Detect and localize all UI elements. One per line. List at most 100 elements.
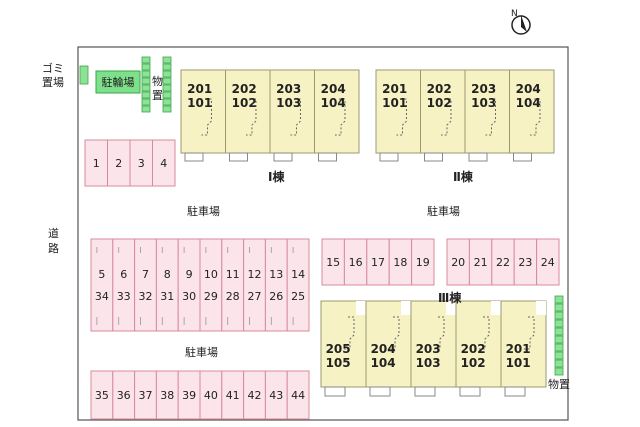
storage-cell (141, 98, 151, 106)
garbage-area-label-line1: ゴミ (42, 61, 64, 75)
parking-space-number: 19 (416, 256, 430, 269)
unit-number-upper: 202 (427, 82, 452, 96)
unit-number-upper: 201 (382, 82, 407, 96)
storage-cell (162, 91, 172, 99)
parking-label-top-right: 駐車場 (427, 204, 460, 218)
unit-number-lower: 101 (187, 96, 212, 110)
entrance-porch (424, 152, 443, 162)
unit-number-upper: 203 (276, 82, 301, 96)
unit-number-lower: 105 (326, 356, 351, 370)
storage-cell (554, 367, 564, 376)
entrance-porch (318, 152, 337, 162)
storage-cell (554, 295, 564, 304)
parking-space-number: 4 (160, 157, 167, 170)
dwelling-unit (314, 69, 360, 154)
parking-space (411, 238, 435, 286)
dwelling-unit (455, 300, 502, 388)
parking-space-number: 16 (349, 256, 363, 269)
entrance-porch (459, 386, 481, 397)
parking-space-number: 35 (95, 389, 109, 402)
parking-space-number: 7 (142, 268, 149, 281)
parking-space-number: 10 (204, 268, 218, 281)
entrance-porch (273, 152, 293, 162)
parking-space-number: 13 (269, 268, 283, 281)
entrance-porch (513, 152, 532, 162)
entrance-porch (379, 152, 399, 162)
dwelling-unit (365, 300, 412, 388)
parking-space (264, 238, 288, 332)
unit-number-upper: 204 (321, 82, 346, 96)
parking-space-number: 37 (139, 389, 153, 402)
parking-space-number: 31 (160, 290, 174, 303)
parking-space-number: 42 (248, 389, 262, 402)
unit-number-lower: 104 (321, 96, 346, 110)
parking-space-number: 2 (115, 157, 122, 170)
unit-number-upper: 203 (416, 342, 441, 356)
storage-cell (141, 56, 151, 64)
parking-space-number: 3 (138, 157, 145, 170)
storage-cell (162, 77, 172, 85)
dwelling-unit (420, 69, 466, 154)
building-2-name: Ⅱ棟 (453, 169, 474, 184)
parking-row-1-4: 1 2 3 4 (84, 139, 176, 187)
parking-space (177, 238, 201, 332)
storage-cell (554, 303, 564, 312)
unit-number-lower: 101 (382, 96, 407, 110)
road-label-line1: 道 (48, 226, 59, 240)
storage-top (141, 56, 172, 113)
parking-space-number: 34 (95, 290, 109, 303)
storage-cell (162, 105, 172, 113)
storage-cell (141, 105, 151, 113)
parking-space-number: 30 (182, 290, 196, 303)
parking-space-number: 38 (160, 389, 174, 402)
storage-cell (141, 77, 151, 85)
road-label-line2: 路 (48, 242, 59, 255)
unit-number-lower: 102 (427, 96, 452, 110)
dwelling-unit (464, 69, 510, 154)
storage-cell (554, 311, 564, 320)
entrance-porch (324, 386, 346, 397)
parking-space (199, 238, 223, 332)
building-3-name: Ⅲ棟 (438, 290, 462, 305)
unit-number-lower: 103 (471, 96, 496, 110)
parking-space-number: 33 (117, 290, 131, 303)
parking-space-number: 41 (226, 389, 240, 402)
unit-number-lower: 102 (461, 356, 486, 370)
storage-cell (554, 319, 564, 328)
entrance-porch (504, 386, 526, 397)
dwelling-unit (410, 300, 457, 388)
parking-space (90, 238, 114, 332)
entrance-porch (369, 386, 391, 397)
parking-space-number: 26 (269, 290, 283, 303)
parking-space (221, 238, 245, 332)
parking-space (152, 139, 176, 187)
parking-space-number: 15 (326, 256, 340, 269)
dwelling-unit (509, 69, 555, 154)
parking-space-number: 9 (186, 268, 193, 281)
unit-number-upper: 205 (326, 342, 351, 356)
unit-number-upper: 202 (232, 82, 257, 96)
parking-space-number: 14 (291, 268, 305, 281)
storage-cell (141, 91, 151, 99)
unit-number-upper: 203 (471, 82, 496, 96)
garbage-area-label-line2: 置場 (42, 76, 64, 89)
unit-number-upper: 201 (506, 342, 531, 356)
parking-label-top-left: 駐車場 (187, 204, 220, 218)
storage-cell (162, 56, 172, 64)
storage-cell (141, 84, 151, 92)
parking-space-number: 36 (117, 389, 131, 402)
storage-cell (162, 84, 172, 92)
parking-space-number: 1 (93, 157, 100, 170)
storage-cell (554, 327, 564, 336)
parking-space-number: 24 (541, 256, 555, 269)
storage-cell (554, 359, 564, 368)
unit-number-upper: 202 (461, 342, 486, 356)
compass-north-label: N (511, 9, 518, 19)
parking-space-number: 25 (291, 290, 305, 303)
storage-right-label: 物置 (548, 377, 570, 391)
